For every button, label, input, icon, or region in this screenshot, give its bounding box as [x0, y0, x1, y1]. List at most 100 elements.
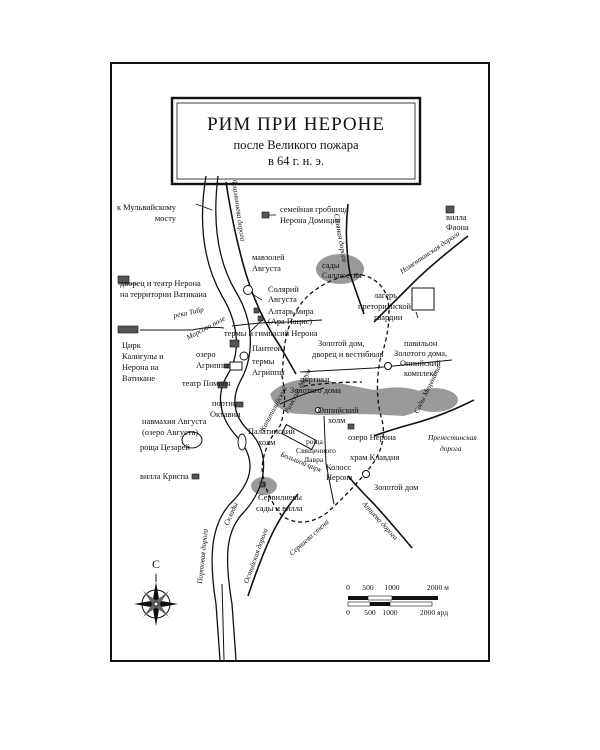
theatre-pompey: [217, 381, 228, 389]
label-river-tiber: река Тибр: [172, 305, 205, 320]
pavilion-golden-house: [384, 362, 392, 370]
map-title: РИМ ПРИ НЕРОНЕ: [207, 114, 385, 135]
porticus-octavia: [235, 401, 244, 408]
map-frame: РИМ ПРИ НЕРОНЕ после Великого пожара в 6…: [110, 62, 490, 662]
label-porticoes-2: Золотого дома: [290, 386, 341, 395]
vatican-palace: [117, 275, 130, 284]
compass-north-label: С: [152, 557, 160, 571]
maecenas-gardens-area: [410, 388, 458, 412]
servilian-villa: [259, 481, 266, 488]
mausoleum-augustus: [243, 285, 253, 295]
gardens-sallust-area: [316, 254, 364, 284]
leader-lines: [118, 203, 419, 333]
label-colossus-1: Колосс: [326, 463, 352, 472]
road-label-praenestina-2: дорога: [440, 444, 462, 453]
roads: [140, 181, 475, 660]
thermae-agrippa: [229, 361, 243, 371]
label-grove-lavra-3: Лавра: [304, 455, 324, 464]
label-pavilion-2: Золотого дома,: [394, 349, 447, 358]
label-gardens-sallust-2: Саллюстия: [322, 271, 362, 280]
scale-yd-500: 500: [364, 608, 376, 617]
label-thermae-agrippa-1: термы: [252, 357, 275, 366]
label-villa-phaon-1: вилла: [446, 213, 467, 222]
road-campus: [231, 319, 323, 327]
label-porticoes-1: портики: [300, 375, 330, 384]
circus-nero: [117, 325, 139, 334]
thermae-nero: [229, 339, 240, 348]
map-subtitle-line2: в 64 г. н. э.: [268, 154, 324, 168]
label-tomb-1: семейная гробница: [280, 205, 349, 214]
label-thermae-agrippa-2: Агриппы: [252, 368, 285, 377]
villa-crispus: [191, 473, 200, 480]
title-box: РИМ ПРИ НЕРОНЕ после Великого пожара в 6…: [170, 96, 422, 186]
label-golden-house-1: Золотой дом,: [318, 339, 365, 348]
scale-m-500: 500: [362, 583, 374, 592]
scale-yd-2000: 2000 ярд: [420, 608, 448, 617]
road-center-south: [323, 415, 335, 505]
label-lake-agrippa-2: Агриппы: [196, 361, 229, 370]
label-ara-pacis-2: (Ара Пацис): [268, 317, 312, 326]
central-palace-area: [270, 379, 424, 416]
servian-wall: [261, 273, 390, 523]
label-mulvian-1: к Мульвийскому: [117, 203, 177, 212]
label-golden-house-far: Золотой дом: [374, 483, 419, 492]
label-pavilion-3: Оппийский: [400, 359, 441, 368]
map-canvas: РИМ ПРИ НЕРОНЕ после Великого пожара в 6…: [117, 96, 477, 660]
label-servilian-2: сады и вилла: [256, 504, 303, 513]
via-salaria: [345, 203, 365, 315]
road-label-flaminia: Фламиниева дорога: [230, 179, 248, 242]
label-praetorian-2: преторианской: [358, 302, 412, 311]
circus-maximus: [280, 423, 318, 451]
praetorian-camp: [411, 287, 435, 311]
label-tomb-2: Нерона Домиция: [280, 216, 341, 225]
lake-agrippa: [223, 363, 231, 369]
buildings: [117, 205, 455, 488]
label-palatine-2: холм: [258, 438, 276, 447]
temple-claudius: [347, 423, 355, 430]
label-lake-agrippa-1: озеро: [196, 350, 216, 359]
road-label-praenestina-1: Пренестинская: [427, 433, 477, 442]
label-praetorian-3: гвардии: [374, 313, 403, 322]
label-pavilion-1: павильон: [404, 339, 438, 348]
scale-m-0: 0: [346, 583, 350, 592]
label-theatre-pompey: театр Помпея: [182, 379, 231, 388]
label-lake-nero: озеро Нерона: [348, 433, 396, 442]
label-naumachia-1: навмахия Августа: [142, 417, 207, 426]
golden-house-far: [362, 470, 370, 478]
compass-rose: С: [134, 557, 178, 626]
label-vatican-palace-1: дворец и театр Нерона: [120, 279, 201, 288]
scale-bar: 0 500 1000 2000 м 0 500 1000 2000 ярд: [346, 583, 449, 617]
label-colossus-2: Нерона: [326, 473, 353, 482]
label-circus-1: Цирк: [122, 341, 142, 350]
road-label-portus: Портовая дорога: [195, 528, 210, 585]
label-grove-caesars: роща Цезарей: [140, 443, 190, 452]
label-circus-4: Ватикане: [122, 374, 155, 383]
map-subtitle-line1: после Великого пожара: [233, 138, 358, 152]
via-praenestina: [373, 399, 475, 437]
wall-inner: [303, 381, 363, 387]
label-oppian-2: холм: [328, 416, 346, 425]
via-nomentana: [373, 235, 469, 323]
tomb-domitii: [261, 211, 270, 219]
label-villa-phaon-2: Фаона: [446, 223, 469, 232]
scale-yd-0: 0: [346, 608, 350, 617]
pantheon: [239, 351, 249, 361]
road-label-appia: Аппиева дорога: [360, 499, 400, 542]
place-labels: к Мульвийскому мосту семейная гробница Н…: [117, 203, 469, 513]
label-pantheon: Пантеон: [252, 344, 283, 353]
solarium: [253, 307, 260, 314]
label-porticus-2: Октавии: [210, 410, 241, 419]
label-mausoleum-2: Августа: [252, 264, 281, 273]
label-solarium-2: Августа: [268, 295, 297, 304]
label-grove-lavra-2: Священного: [296, 446, 336, 455]
road-portus: [221, 583, 225, 660]
label-golden-house-2: дворец и вестибюль: [312, 350, 384, 359]
label-villa-crispus: вилла Криспа: [140, 472, 189, 481]
label-porticus-1: портик: [212, 399, 238, 408]
scale-yd-1000: 1000: [382, 608, 397, 617]
road-label-servian-wall: Сервиева стена: [287, 517, 330, 557]
label-circus-2: Калигулы и: [122, 352, 164, 361]
road-esquiline: [299, 359, 453, 373]
colossus-nero: [315, 407, 321, 413]
label-servilian-1: Сервилиевы: [258, 493, 302, 502]
